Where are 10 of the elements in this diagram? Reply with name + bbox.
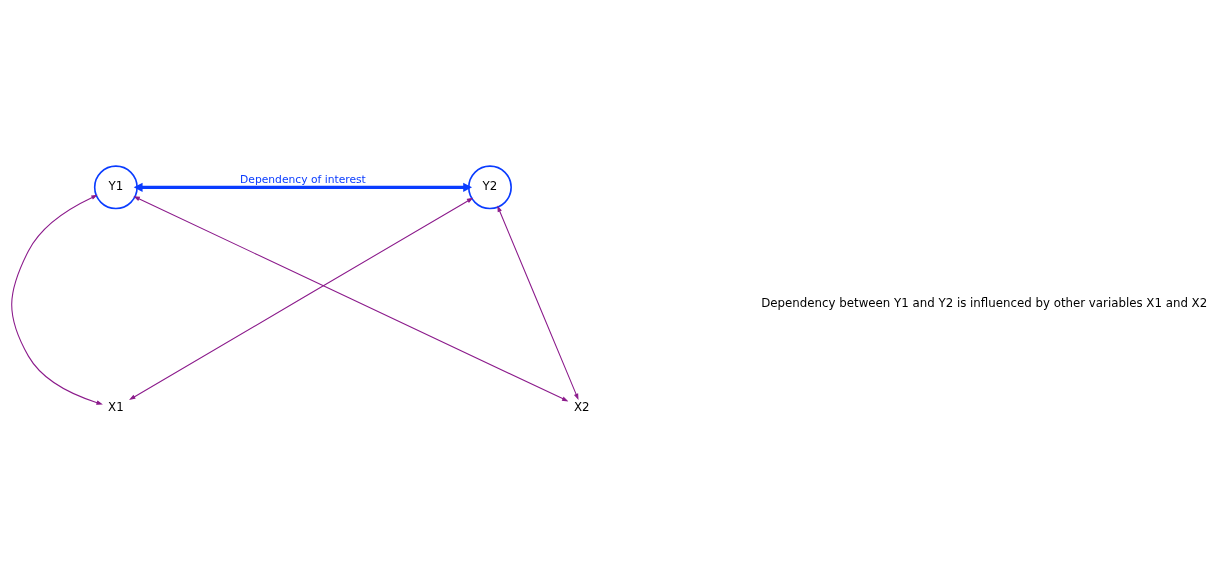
node-circle: Y1 [93, 165, 138, 210]
label: Dependency between Y1 and Y2 is influenced by other variables X1 and X2 [761, 295, 1208, 310]
arrow [133, 196, 569, 402]
arrow [11, 194, 103, 405]
arrow [497, 205, 579, 400]
node-text: X2 [573, 400, 590, 415]
arrow [129, 197, 474, 400]
edge-label: Dependency of interest [240, 172, 366, 186]
node-text: X1 [108, 400, 124, 415]
arrow [133, 182, 473, 192]
